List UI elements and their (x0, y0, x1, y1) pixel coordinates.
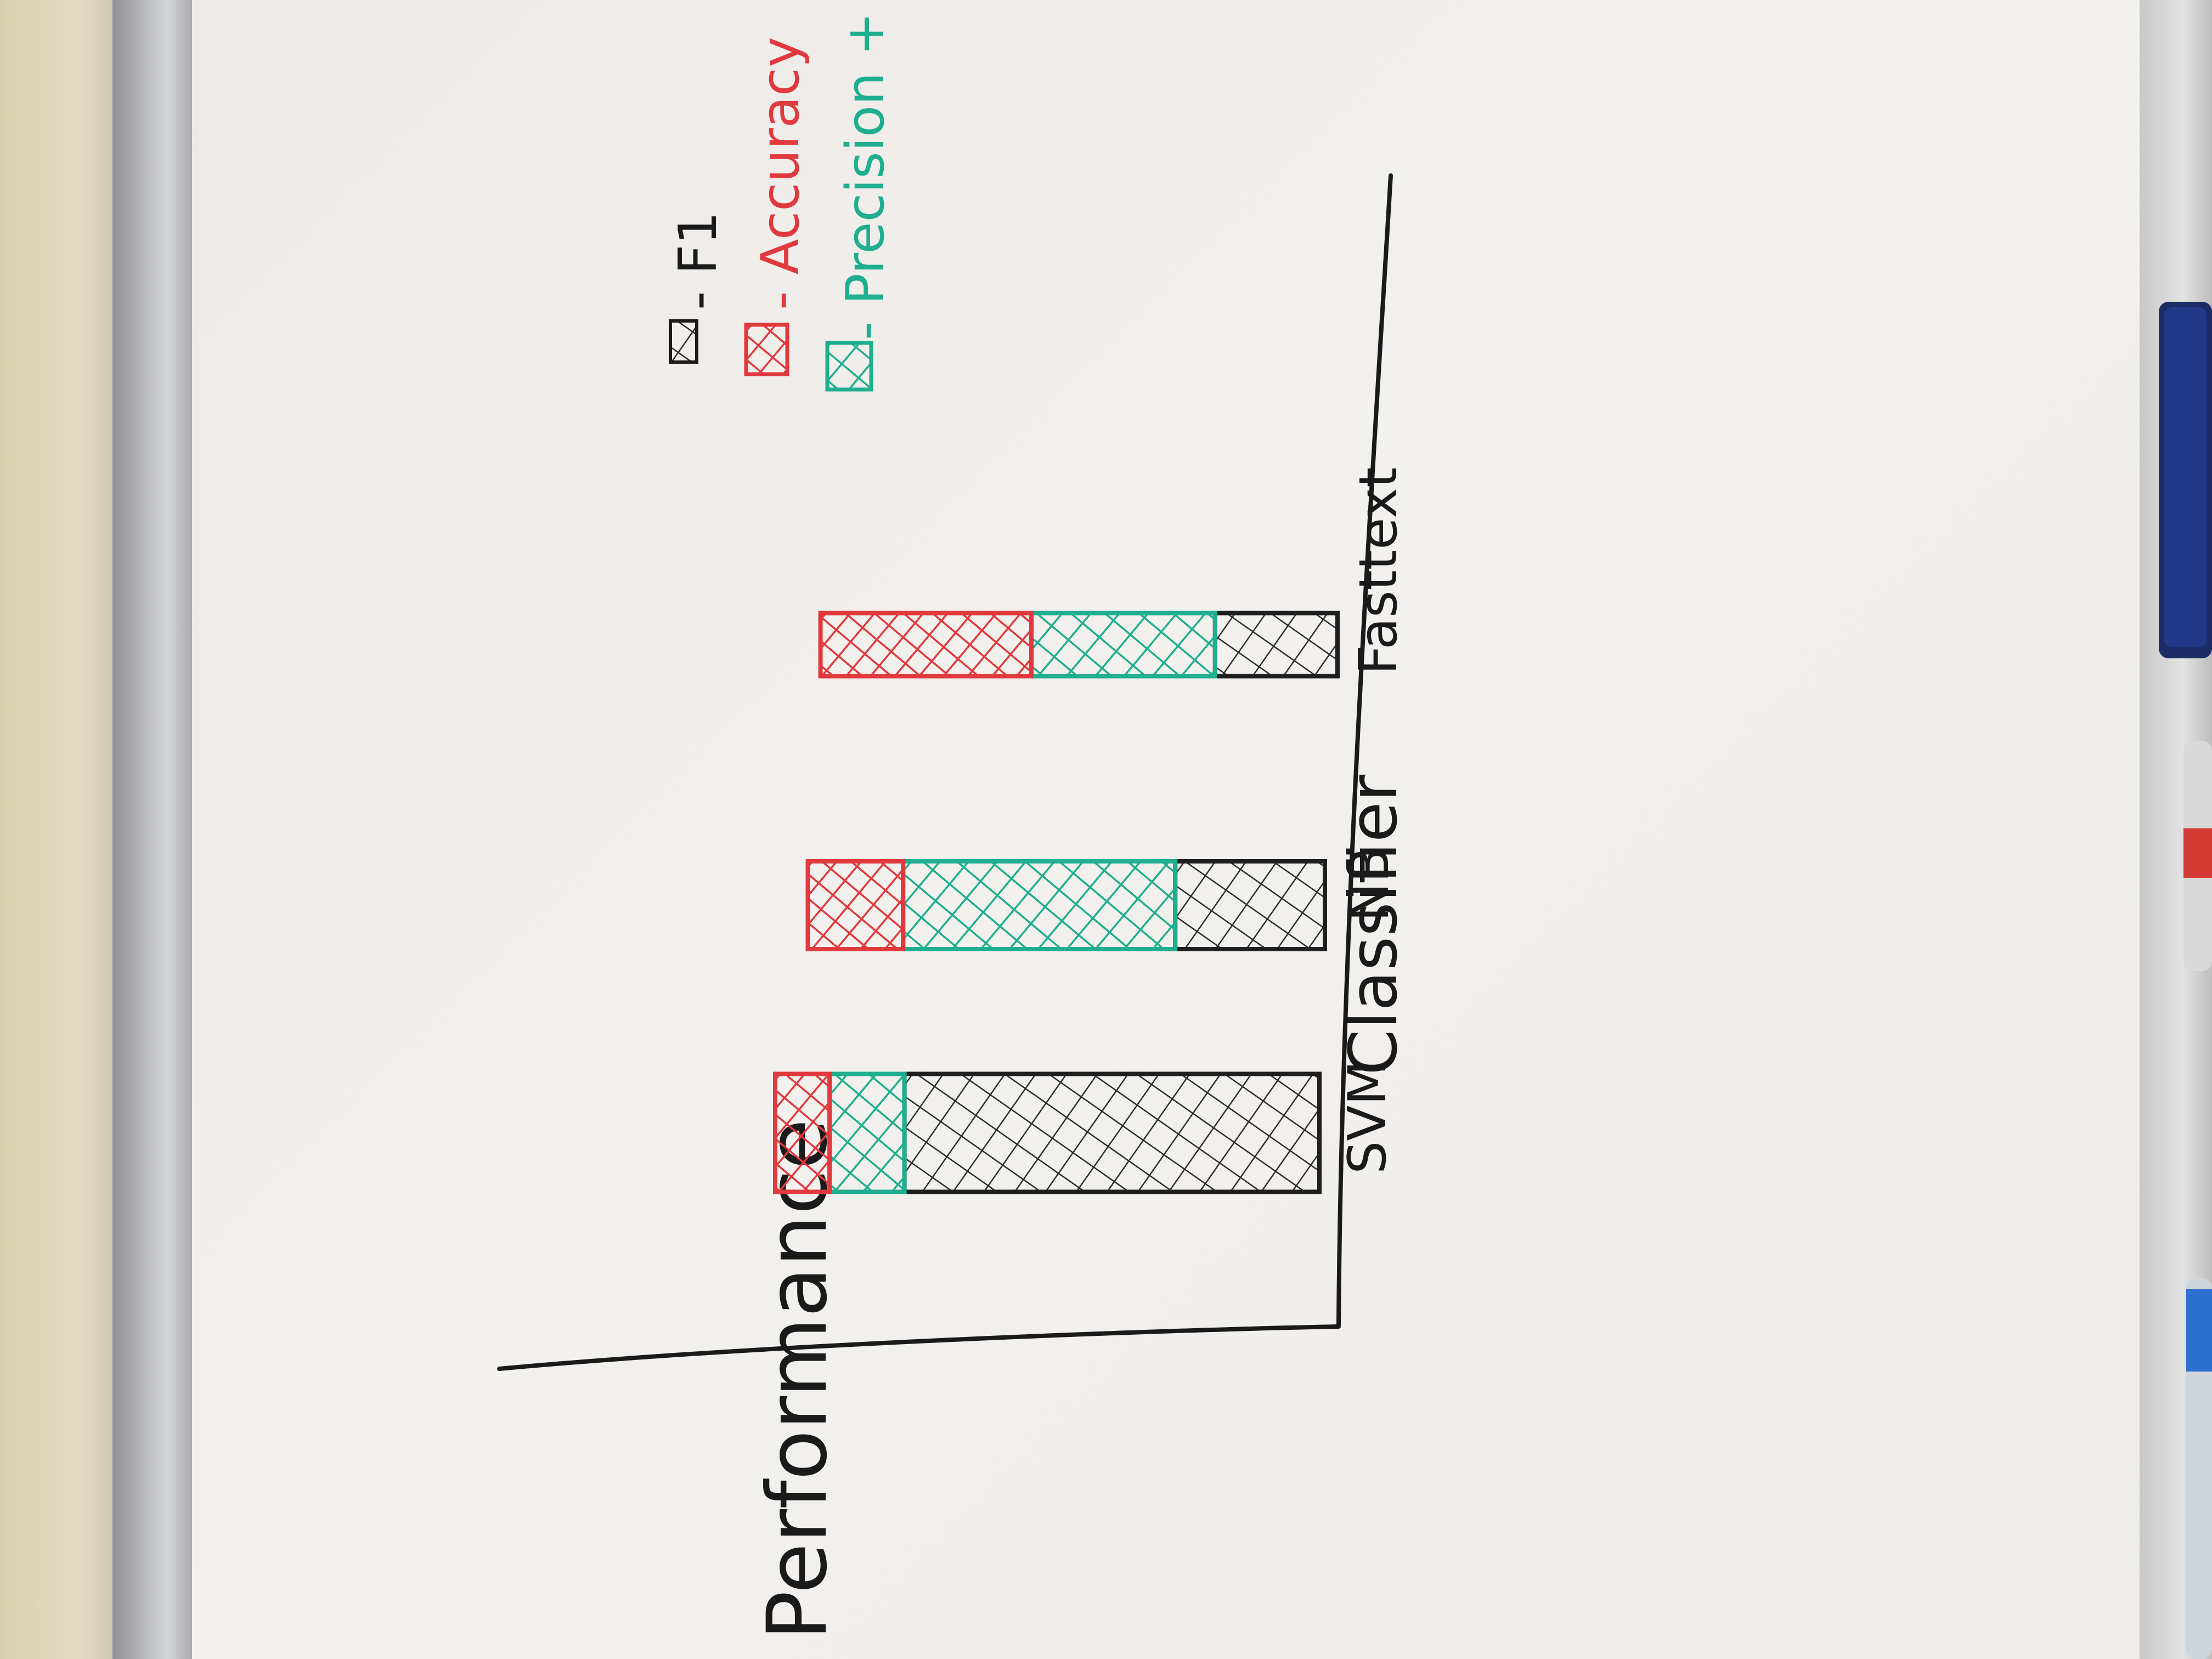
legend-swatch-accuracy (744, 323, 789, 376)
bar-svm-accuracy (773, 1071, 832, 1194)
tick-label-svm: SVM (1338, 1060, 1398, 1174)
x-axis-title: Classifier (1336, 775, 1412, 1075)
whiteboard (192, 0, 2178, 1659)
legend-label-f1: - F1 (668, 211, 729, 310)
bar-fasttext-accuracy (818, 611, 1034, 679)
legend: - F1 - Accuracy - Precision + R (668, 0, 896, 392)
tick-label-nb: NB (1340, 847, 1401, 922)
red-marker (2183, 741, 2212, 971)
bar-nb-accuracy (805, 859, 906, 951)
blue-marker (2159, 302, 2212, 658)
bar-nb-precision-r (901, 859, 1178, 951)
wall (0, 0, 112, 1659)
bar-fasttext-precision-r (1029, 611, 1217, 679)
bar-nb-f1 (1173, 859, 1327, 951)
bars-group (773, 611, 1340, 1194)
legend-label-precision: - Precision + R (836, 0, 896, 340)
bar-fasttext-f1 (1212, 611, 1340, 679)
y-axis-line (497, 1324, 1341, 1371)
pen-marker (2186, 1278, 2212, 1659)
whiteboard-frame (112, 0, 192, 1659)
legend-label-accuracy: - Accuracy (751, 37, 811, 310)
bar-svm-precision-r (827, 1071, 907, 1194)
tick-label-fasttext: Fasttext (1348, 467, 1409, 675)
legend-swatch-precision (825, 341, 873, 392)
y-axis-title: Performance (750, 1119, 845, 1640)
x-axis-line (1336, 173, 1393, 1327)
legend-swatch-f1 (669, 319, 698, 364)
bar-svm-f1 (902, 1071, 1322, 1194)
